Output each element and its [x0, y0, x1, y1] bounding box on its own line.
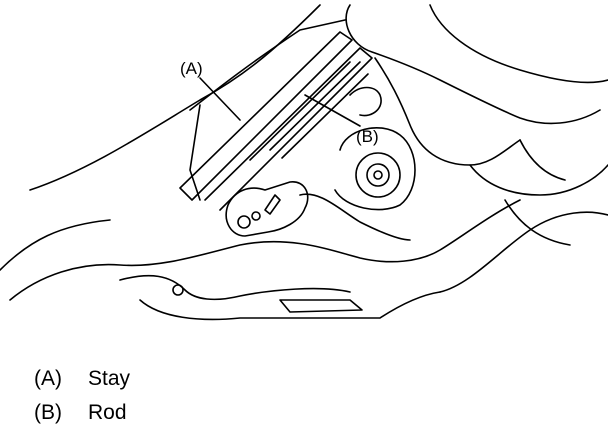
legend-key: (A): [34, 367, 62, 390]
housing-right-edge: [429, 4, 608, 84]
housing-right-lower: [469, 164, 608, 196]
floor-left-edge: [0, 219, 111, 271]
stay-bar-edge: [249, 61, 351, 161]
stay-rod-illustration: (A) (B): [0, 4, 608, 321]
floor-right-edge: [439, 211, 608, 293]
frame-right: [504, 139, 571, 246]
floor-panel-lower: [139, 291, 441, 321]
pivot-housing: [334, 127, 416, 211]
legend-item: (A) Stay: [34, 362, 130, 396]
pivot-inner: [366, 163, 390, 187]
pivot-center: [373, 170, 383, 180]
clamp-bolt: [237, 215, 251, 229]
legend-key: (B): [34, 401, 62, 424]
stay-bar: [179, 31, 353, 201]
floor-panel-mid: [119, 274, 351, 301]
body-panel-inner-line: [189, 19, 346, 111]
legend-item: (B) Rod: [34, 396, 130, 430]
floor-recess: [279, 299, 363, 313]
legend-text: Rod: [88, 401, 127, 424]
rod: [269, 61, 369, 159]
body-panel-outline: [29, 4, 321, 191]
callout-a: (A): [180, 59, 203, 78]
housing-lower-curve: [374, 57, 521, 166]
leader-line-b: [304, 94, 361, 127]
floor-panel-top: [9, 199, 521, 301]
floor-hole: [172, 284, 184, 296]
leader-line-a: [199, 77, 241, 121]
pivot-flange: [299, 193, 411, 241]
legend-text: Stay: [88, 367, 131, 390]
clamp-bolt-2: [251, 211, 261, 221]
clamp-slot: [264, 194, 281, 215]
clamp-outline: [225, 181, 309, 237]
body-panel-edge: [189, 104, 201, 201]
callout-b: (B): [356, 127, 379, 146]
housing-outline: [345, 4, 601, 125]
pivot-outer: [355, 152, 401, 198]
stay-bar-inner: [204, 47, 373, 211]
rod-end: [349, 86, 382, 117]
legend: (A) Stay (B) Rod: [34, 362, 130, 430]
